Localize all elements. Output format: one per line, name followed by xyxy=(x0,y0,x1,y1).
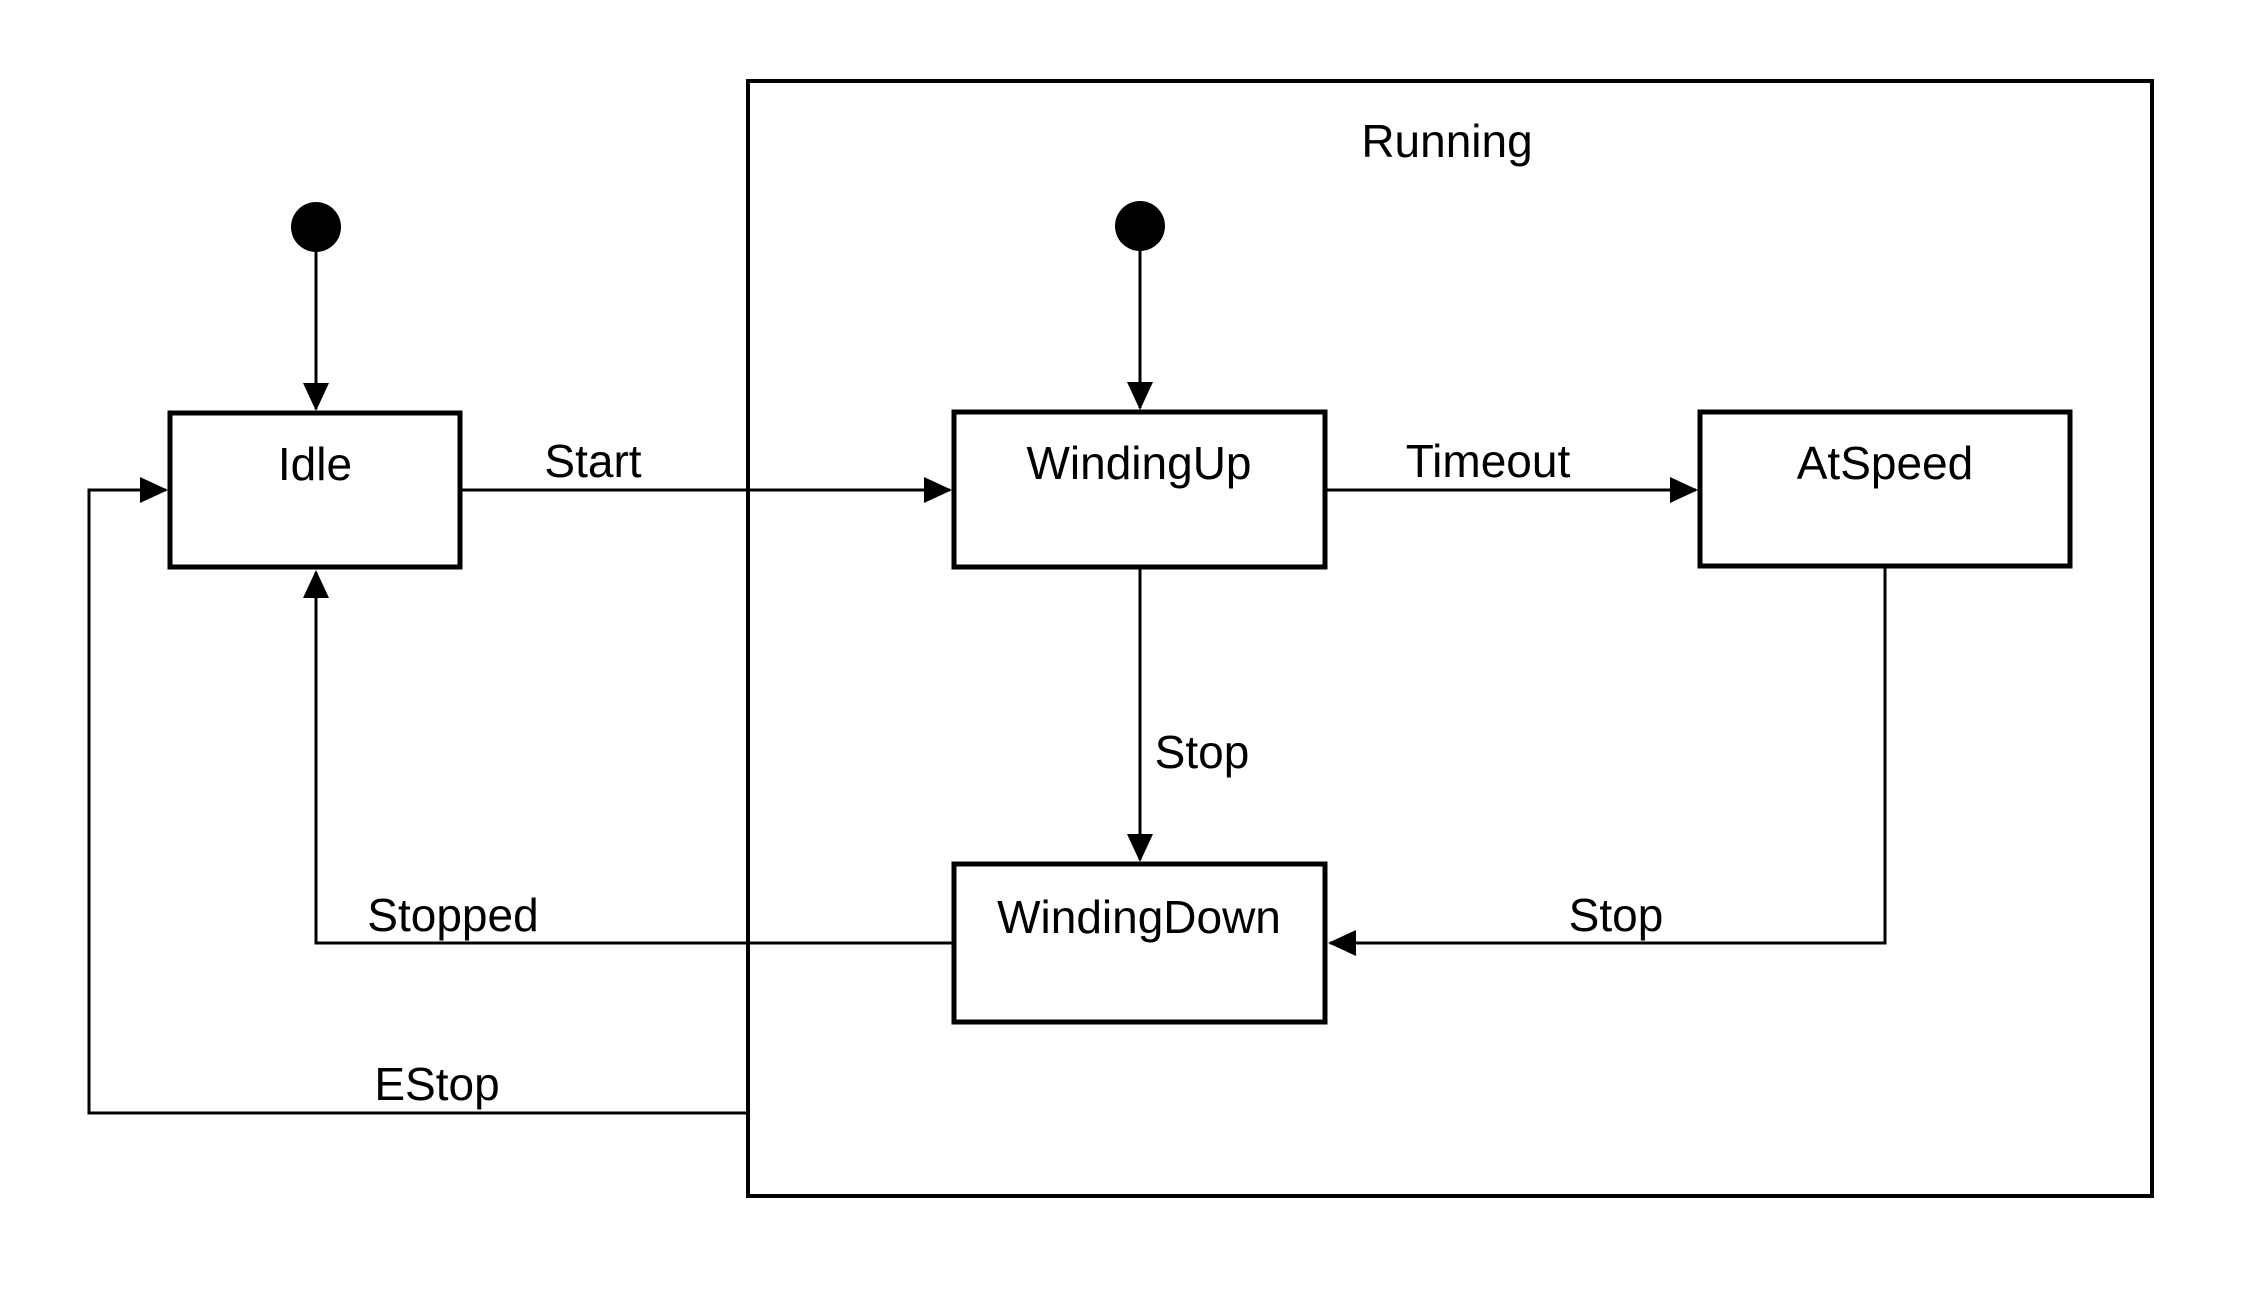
state-winding-down-label: WindingDown xyxy=(997,891,1281,943)
transition-stop-windingup: Stop xyxy=(1127,567,1250,862)
running-state-boundary xyxy=(746,79,2154,1198)
transition-stop-atspeed-label: Stop xyxy=(1569,889,1664,941)
state-winding-up: WindingUp xyxy=(951,409,1328,570)
state-winding-down: WindingDown xyxy=(951,861,1328,1025)
state-at-speed-box xyxy=(1697,409,2073,569)
state-idle-label: Idle xyxy=(278,438,352,490)
transition-estop-arrow xyxy=(87,477,748,1115)
transition-stop-atspeed: Stop xyxy=(1328,566,1887,956)
transition-stopped-arrow xyxy=(303,570,954,945)
state-at-speed-label: AtSpeed xyxy=(1797,437,1973,489)
state-winding-up-box xyxy=(951,409,1328,570)
state-idle: Idle xyxy=(167,410,463,570)
transition-estop: EStop xyxy=(87,477,748,1115)
transition-estop-label: EStop xyxy=(374,1058,499,1110)
transition-timeout: Timeout xyxy=(1325,435,1698,503)
initial-state-running xyxy=(1115,201,1165,410)
state-winding-down-box xyxy=(951,861,1328,1025)
transition-start-label: Start xyxy=(544,435,641,487)
state-winding-up-label: WindingUp xyxy=(1027,437,1252,489)
transition-stopped: Stopped xyxy=(303,570,954,945)
transition-start: Start xyxy=(460,435,952,503)
running-state-label: Running xyxy=(1361,115,1532,167)
transition-timeout-label: Timeout xyxy=(1406,435,1571,487)
initial-state-dot xyxy=(291,202,341,252)
transition-stopped-label: Stopped xyxy=(367,889,538,941)
state-at-speed: AtSpeed xyxy=(1697,409,2073,569)
initial-state-dot xyxy=(1115,201,1165,251)
transition-stop-windingup-label: Stop xyxy=(1155,726,1250,778)
transition-stop-atspeed-arrow xyxy=(1328,566,1887,956)
composite-state-running: Running xyxy=(746,79,2154,1198)
state-idle-box xyxy=(167,410,463,570)
initial-state-main xyxy=(291,202,341,411)
